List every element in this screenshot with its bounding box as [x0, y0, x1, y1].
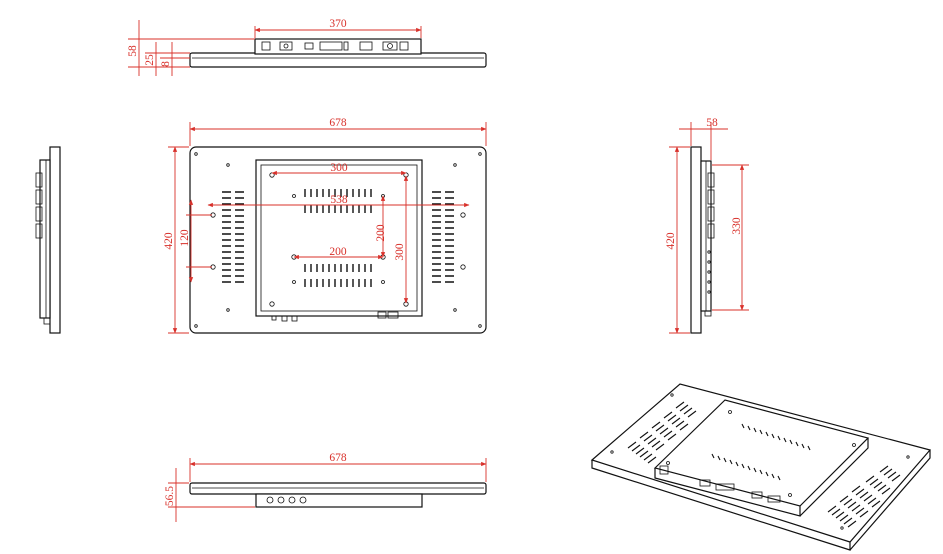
dim-front-hole-h: 538 [330, 194, 348, 206]
isometric-view [590, 383, 932, 551]
dim-front-inner-v: 200 [375, 224, 387, 242]
dim-bottom-width: 678 [329, 452, 347, 464]
dim-top-height-b: 8 [160, 61, 172, 67]
top-view: 370 58 25 8 [127, 18, 487, 76]
dim-top-height-total: 58 [127, 45, 139, 57]
dim-top-width: 370 [329, 18, 347, 30]
dim-side-height: 420 [665, 232, 677, 250]
rear-view: 678 420 120 300 538 200 300 200 [163, 117, 487, 334]
dim-side-depth: 58 [706, 117, 718, 129]
dim-front-vesa-v: 300 [394, 243, 406, 261]
dim-front-vesa-h: 300 [330, 162, 348, 174]
dim-front-hole-v: 120 [179, 229, 191, 247]
dim-top-height-a: 25 [144, 54, 156, 66]
center-top-vent [304, 189, 372, 213]
dim-bottom-depth: 56.5 [164, 486, 176, 506]
dim-side-mount: 330 [731, 217, 743, 235]
left-vent [222, 191, 244, 283]
right-vent [432, 191, 454, 283]
dim-front-inner-h: 200 [329, 246, 347, 258]
bottom-view: 678 56.5 [164, 452, 487, 522]
center-bottom-vent [304, 264, 372, 287]
dim-front-height: 420 [163, 232, 175, 250]
dim-front-width: 678 [329, 117, 347, 129]
left-side-view [35, 146, 61, 334]
right-side-view: 58 420 330 [665, 117, 749, 334]
